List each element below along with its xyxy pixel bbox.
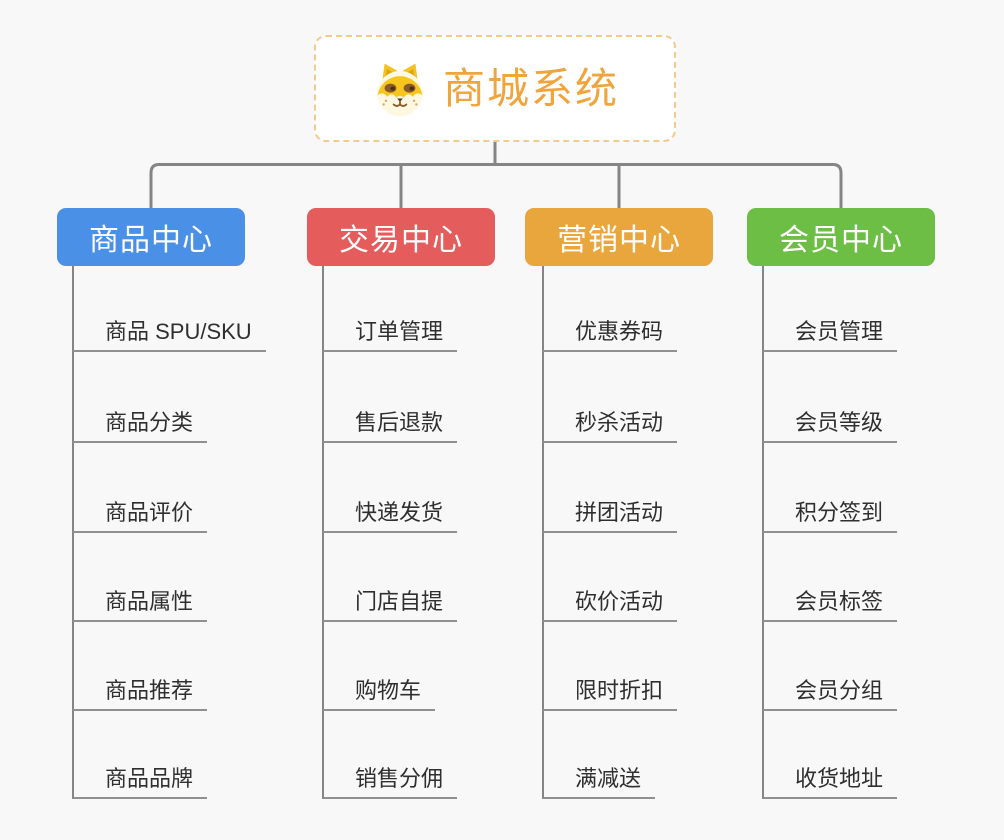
leaf-topic[interactable]: 积分签到: [763, 498, 898, 533]
leaf-topic[interactable]: 商品推荐: [73, 676, 208, 711]
leaf-topic[interactable]: 限时折扣: [543, 676, 678, 711]
leaf-topic[interactable]: 商品 SPU/SKU: [73, 317, 266, 352]
leaf-topic[interactable]: 会员标签: [763, 587, 898, 622]
root-topic[interactable]: 商城系统: [314, 35, 676, 142]
root-topic-label: 商城系统: [442, 64, 619, 112]
leaf-topic[interactable]: 商品品牌: [73, 764, 208, 799]
leaf-topic[interactable]: 售后退款: [323, 408, 458, 443]
dog-face-icon: [371, 60, 429, 118]
branch-node-marketing[interactable]: 营销中心: [525, 208, 713, 266]
leaf-topic[interactable]: 商品分类: [73, 408, 208, 443]
branch-node-trade[interactable]: 交易中心: [307, 208, 495, 266]
leaf-topic[interactable]: 快递发货: [323, 498, 458, 533]
leaf-topic[interactable]: 商品属性: [73, 587, 208, 622]
leaf-topic[interactable]: 优惠券码: [543, 317, 678, 352]
leaf-topic[interactable]: 秒杀活动: [543, 408, 678, 443]
leaf-topic[interactable]: 收货地址: [763, 764, 898, 799]
leaf-topic[interactable]: 满减送: [543, 764, 656, 799]
branch-node-products[interactable]: 商品中心: [57, 208, 245, 266]
leaf-topic[interactable]: 砍价活动: [543, 587, 678, 622]
leaf-topic[interactable]: 订单管理: [323, 317, 458, 352]
branch-node-members[interactable]: 会员中心: [747, 208, 935, 266]
leaf-topic[interactable]: 会员等级: [763, 408, 898, 443]
leaf-topic[interactable]: 会员管理: [763, 317, 898, 352]
branch-rail-line: [149, 163, 843, 209]
leaf-topic[interactable]: 商品评价: [73, 498, 208, 533]
leaf-topic[interactable]: 门店自提: [323, 587, 458, 622]
leaf-topic[interactable]: 购物车: [323, 676, 436, 711]
leaf-topic[interactable]: 销售分佣: [323, 764, 458, 799]
leaf-topic[interactable]: 拼团活动: [543, 498, 678, 533]
leaf-topic[interactable]: 会员分组: [763, 676, 898, 711]
